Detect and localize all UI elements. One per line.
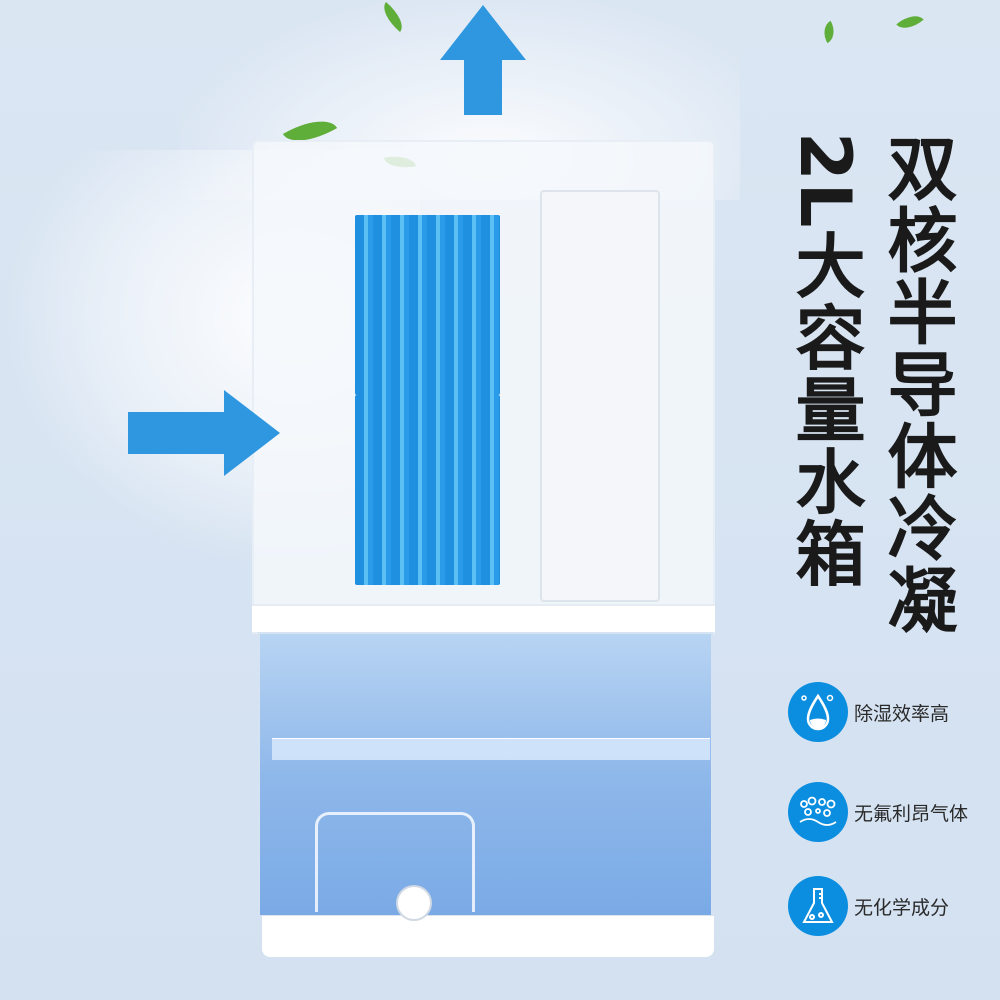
heat-sink-lower: [355, 395, 500, 585]
arrow-right-icon: [128, 390, 280, 476]
leaf-icon: [818, 20, 840, 44]
water-drop-icon: [788, 682, 848, 742]
feature-label: 除湿效率高: [854, 702, 950, 725]
arrow-up-icon: [440, 5, 526, 115]
heat-sink-upper: [355, 215, 500, 395]
divider: [252, 604, 715, 634]
leaf-icon: [896, 8, 924, 36]
feature-item: 除湿效率高: [788, 682, 949, 742]
base: [262, 915, 714, 957]
drain-knob: [396, 885, 432, 921]
water-level: [272, 738, 710, 760]
feature-label: 无化学成分: [854, 896, 950, 919]
bubbles-icon: [788, 782, 848, 842]
water-tank: [258, 632, 713, 917]
internal-module: [540, 190, 660, 602]
feature-item: 无氟利昂气体: [788, 782, 968, 842]
flask-icon: [788, 876, 848, 936]
headline-capacity: 2L大容量水箱: [784, 132, 866, 590]
tank-handle: [315, 812, 475, 912]
feature-label: 无氟利昂气体: [854, 802, 969, 825]
headline-semiconductor: 双核半导体冷凝: [876, 132, 958, 636]
feature-item: 无化学成分: [788, 876, 949, 936]
heat-sink: [355, 215, 500, 585]
